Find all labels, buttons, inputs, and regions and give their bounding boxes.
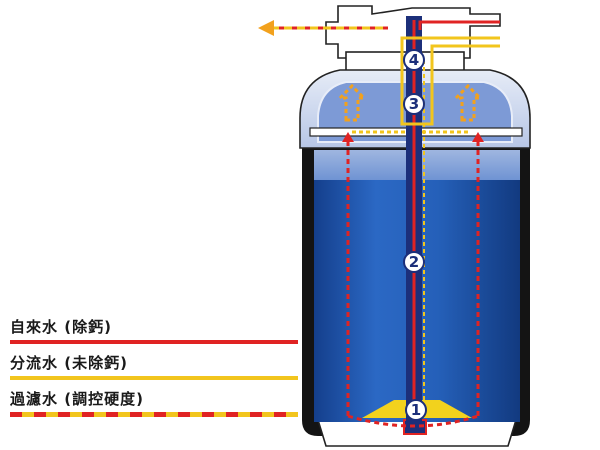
flow-right-arrow <box>472 132 484 142</box>
legend-filtered-water: 過濾水 (調控硬度) <box>10 390 300 417</box>
inlet-line <box>418 20 500 30</box>
legend-label: 分流水 (未除鈣) <box>10 354 128 372</box>
legend-label: 自來水 (除鈣) <box>10 318 112 336</box>
step-marker-1: 1 <box>405 399 427 421</box>
step-marker-2: 2 <box>403 251 425 273</box>
step-marker-3: 3 <box>403 93 425 115</box>
legend-swatch-red <box>10 340 298 344</box>
legend-label: 過濾水 (調控硬度) <box>10 390 144 408</box>
legend-swatch-yellow <box>10 376 298 380</box>
legend-bypass-water: 分流水 (未除鈣) <box>10 354 300 380</box>
outlet-arrow <box>258 20 274 36</box>
bypass-line <box>400 36 500 126</box>
dome-arrow-right <box>452 83 484 122</box>
step-marker-4: 4 <box>403 49 425 71</box>
legend-swatch-dashed <box>10 412 298 417</box>
legend-tap-water: 自來水 (除鈣) <box>10 318 300 344</box>
svg-text:4: 4 <box>409 51 419 69</box>
flow-bottom <box>347 414 479 428</box>
dome-arrow-left <box>336 83 368 122</box>
flow-left-arrow <box>342 132 354 142</box>
svg-text:1: 1 <box>411 401 421 419</box>
svg-text:3: 3 <box>409 95 419 113</box>
svg-text:2: 2 <box>409 253 419 271</box>
